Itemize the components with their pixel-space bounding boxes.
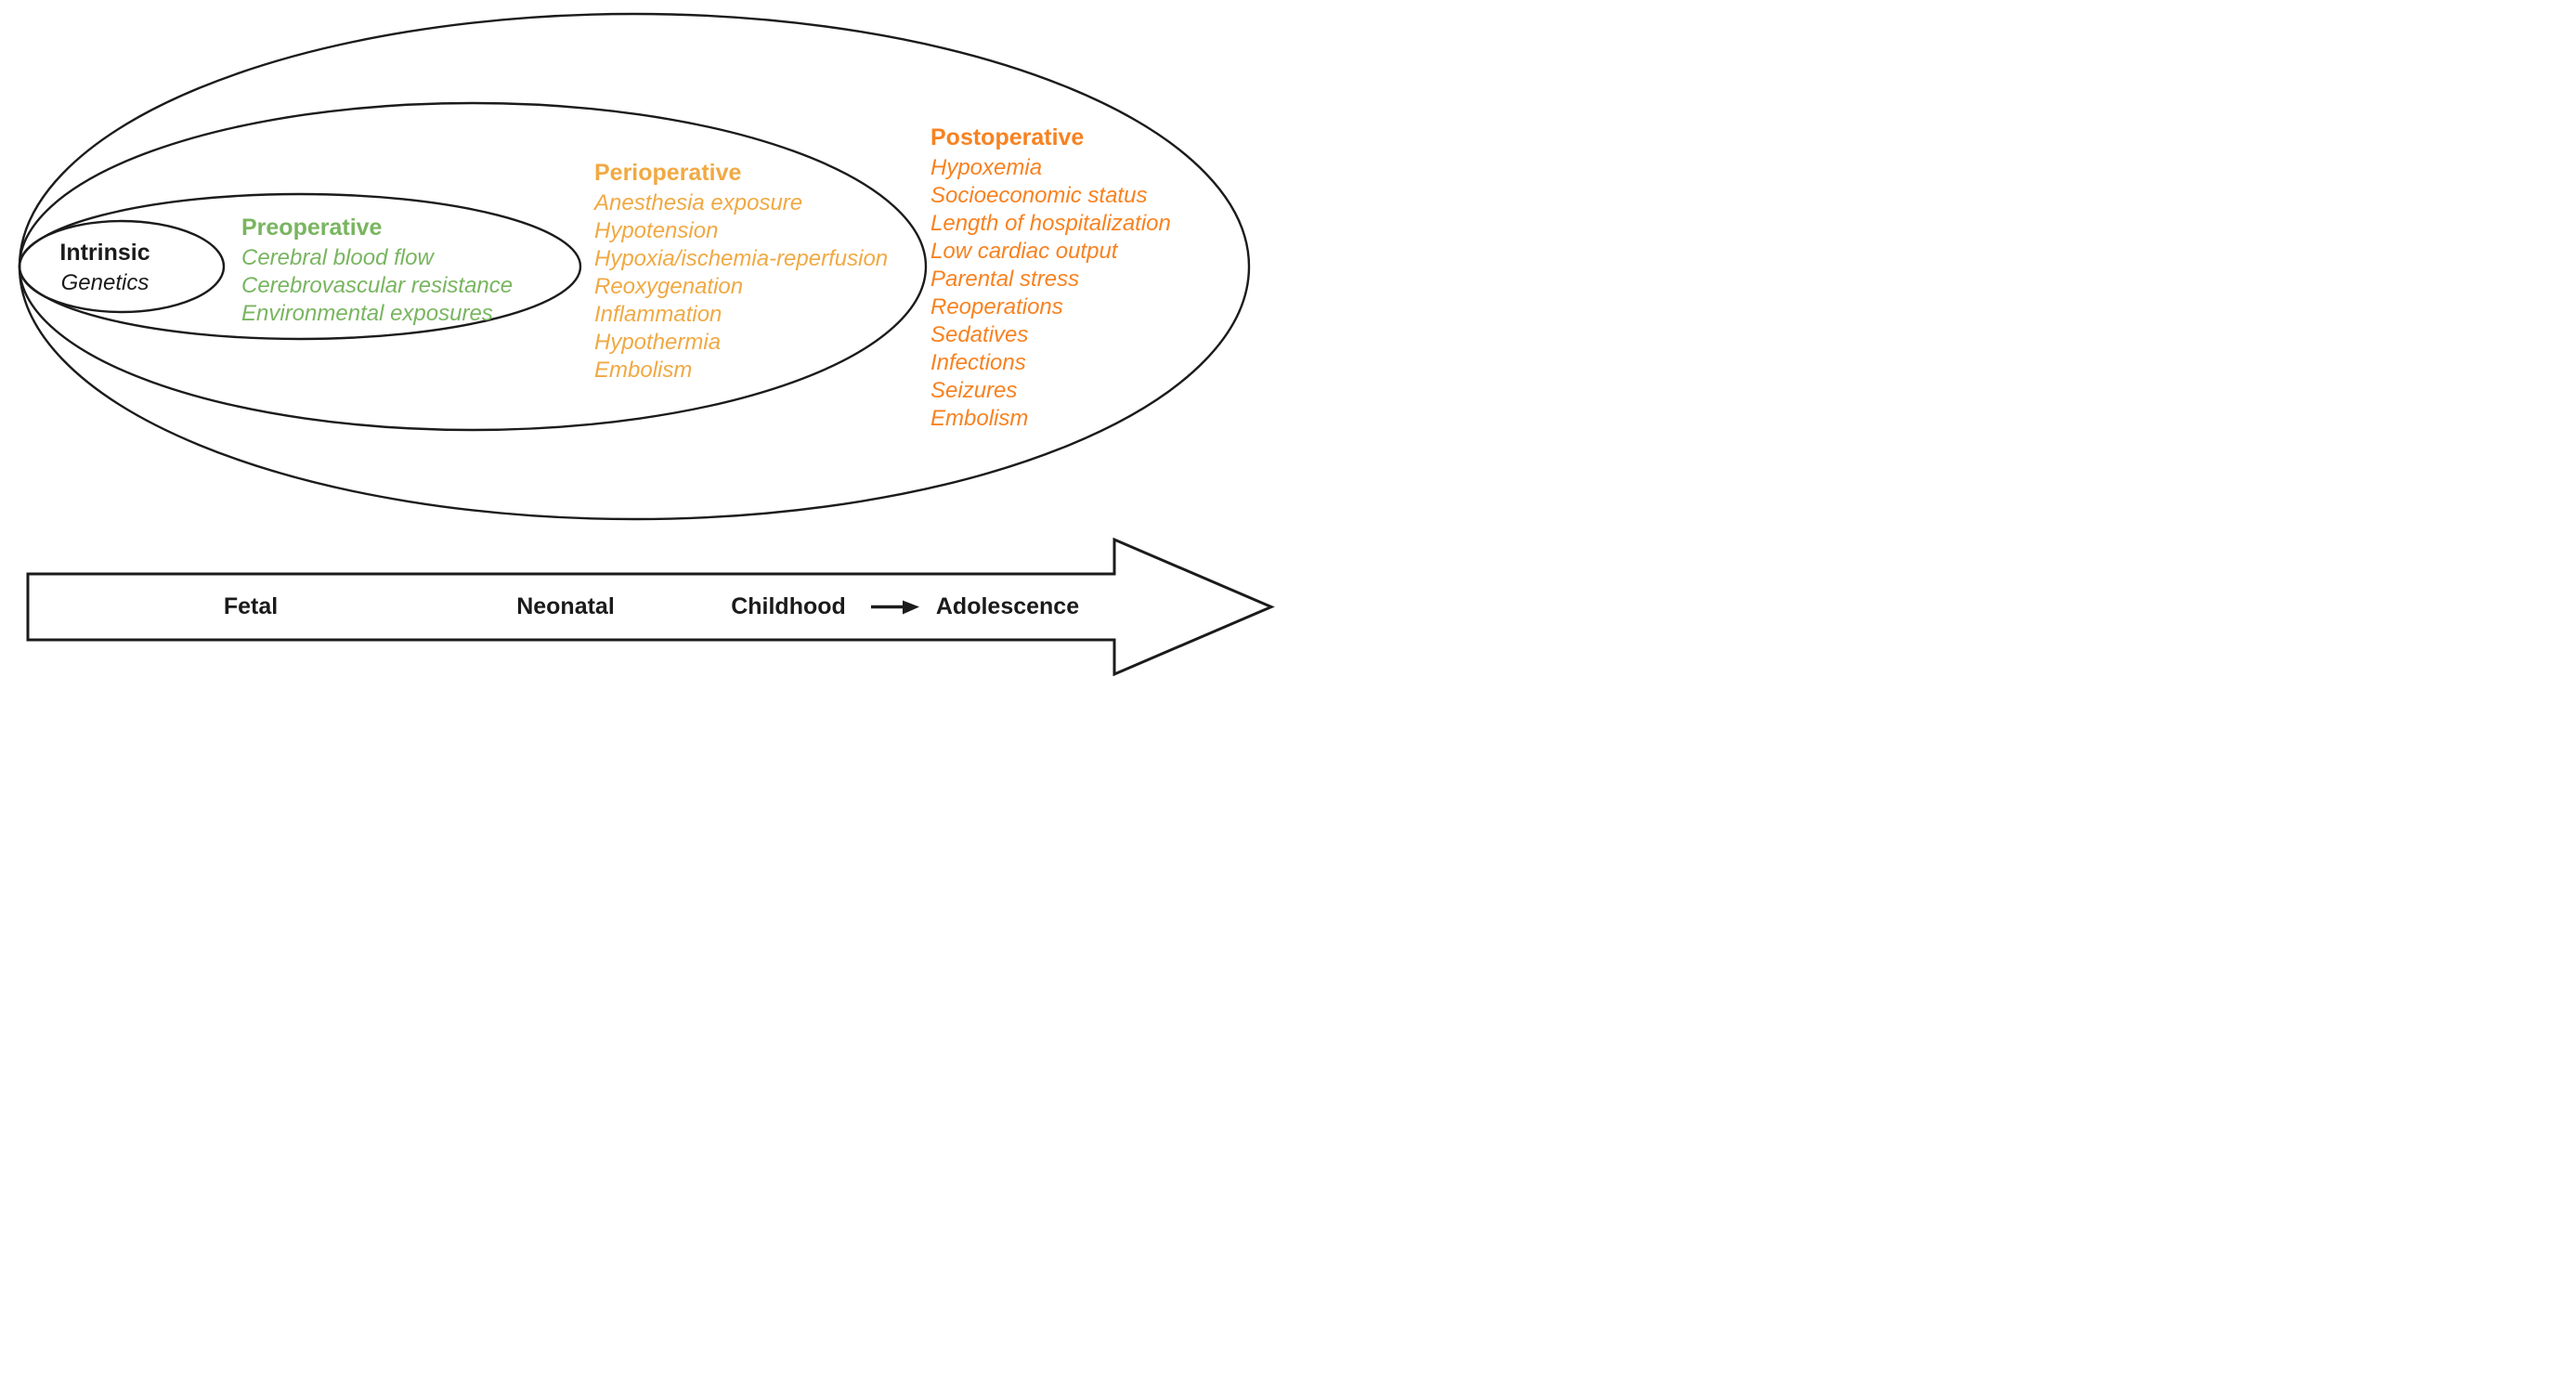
region-postoperative: Postoperative Hypoxemia Socioeconomic st… — [930, 121, 1171, 433]
region-preoperative: Preoperative Cerebral blood flow Cerebro… — [241, 211, 513, 328]
preoperative-item: Environmental exposures — [241, 301, 493, 326]
stage-label-adolescence: Adolescence — [935, 593, 1080, 619]
postoperative-item: Sedatives — [930, 322, 1029, 347]
region-perioperative: Perioperative Anesthesia exposure Hypote… — [594, 156, 888, 384]
preoperative-item: Cerebrovascular resistance — [241, 273, 514, 298]
postoperative-item: Length of hospitalization — [930, 211, 1171, 236]
preoperative-title: Preoperative — [241, 215, 383, 241]
perioperative-item: Hypotension — [594, 218, 719, 243]
perioperative-item: Anesthesia exposure — [594, 190, 803, 215]
preoperative-item: Cerebral blood flow — [241, 245, 434, 270]
postoperative-item: Parental stress — [930, 267, 1080, 292]
perioperative-item: Hypoxia/ischemia-reperfusion — [594, 246, 889, 271]
perioperative-item: Inflammation — [594, 302, 722, 327]
postoperative-item: Embolism — [930, 406, 1029, 431]
postoperative-title: Postoperative — [930, 124, 1085, 150]
intrinsic-item: Genetics — [60, 270, 150, 295]
postoperative-item: Infections — [930, 350, 1026, 375]
perioperative-item: Embolism — [594, 358, 693, 383]
postoperative-item: Reoperations — [930, 294, 1063, 319]
diagram-shapes — [18, 12, 1275, 677]
risk-factor-diagram: Intrinsic Genetics Preoperative Cerebral… — [0, 0, 1288, 690]
ellipse-intrinsic — [18, 219, 226, 314]
postoperative-item: Hypoxemia — [930, 155, 1043, 180]
postoperative-item: Low cardiac output — [930, 239, 1118, 264]
timeline-arrow — [26, 537, 1275, 677]
perioperative-title: Perioperative — [594, 160, 742, 186]
intrinsic-title: Intrinsic — [59, 240, 150, 266]
stage-label-childhood: Childhood — [731, 593, 846, 619]
postoperative-item: Socioeconomic status — [930, 183, 1148, 208]
postoperative-item: Seizures — [930, 378, 1018, 403]
region-intrinsic: Intrinsic Genetics — [37, 236, 173, 297]
perioperative-item: Hypothermia — [594, 330, 722, 355]
right-arrow-icon — [871, 600, 919, 615]
stage-label-fetal: Fetal — [223, 593, 279, 619]
stage-label-neonatal: Neonatal — [516, 593, 615, 619]
perioperative-item: Reoxygenation — [594, 274, 744, 299]
